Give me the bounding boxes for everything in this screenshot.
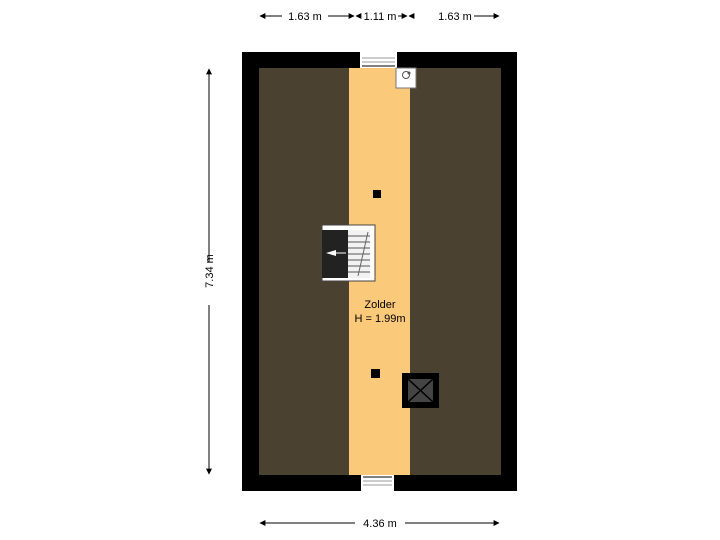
sink-icon <box>395 67 417 89</box>
window-top <box>360 52 397 68</box>
window-bottom <box>361 475 394 491</box>
left-dimension-group: 7.34 m <box>204 68 216 475</box>
chimney-icon <box>402 373 439 408</box>
dimension-bottom-total: 4.36 m <box>363 518 397 530</box>
dimension-top-middle: 1.11 m <box>364 11 397 23</box>
column-post-upper <box>373 190 381 198</box>
staircase-icon <box>321 224 376 282</box>
top-dimension-group: 1.63 m 1.11 m 1.63 m <box>259 11 500 23</box>
room-height-label: H = 1.99m <box>354 313 405 325</box>
dimension-top-right: 1.63 m <box>438 11 472 23</box>
dimension-left-total: 7.34 m <box>204 254 216 288</box>
room-name: Zolder <box>364 299 396 311</box>
dimension-top-left: 1.63 m <box>288 11 322 23</box>
column-post-lower <box>371 369 380 378</box>
sloped-floor-right <box>410 68 501 475</box>
bottom-dimension-group: 4.36 m <box>259 518 500 530</box>
